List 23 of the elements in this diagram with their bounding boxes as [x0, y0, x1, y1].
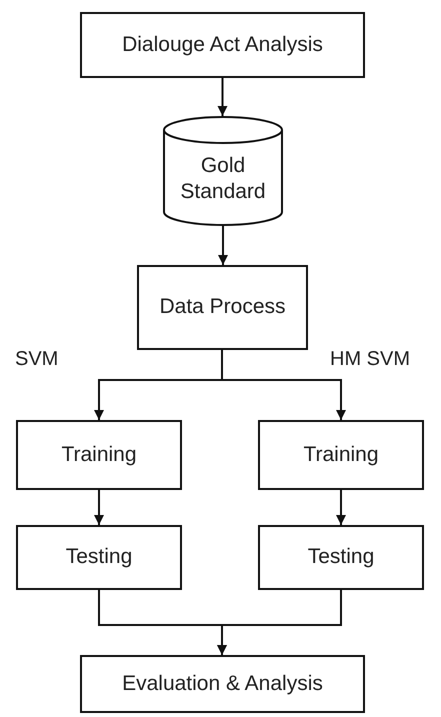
- model-label: SVM: [15, 348, 58, 371]
- arrow: [221, 350, 346, 420]
- process-box: [80, 655, 365, 713]
- process-box: [137, 265, 308, 350]
- node-label: Testing: [64, 544, 134, 570]
- arrow: [94, 490, 104, 525]
- node-label: Dialouge Act Analysis: [121, 32, 324, 58]
- process-box: [258, 525, 424, 590]
- process-box: [80, 12, 365, 78]
- arrow: [218, 78, 228, 116]
- node-label: Testing: [306, 544, 376, 570]
- arrow: [336, 490, 346, 525]
- arrow: [217, 590, 342, 655]
- model-label: HM SVM: [330, 348, 410, 371]
- process-box: [16, 420, 182, 490]
- node-label: Data Process: [158, 294, 287, 320]
- arrow: [218, 226, 228, 265]
- process-box: [16, 525, 182, 590]
- node-label: Gold Standard: [179, 152, 267, 205]
- node-label: Training: [302, 442, 380, 468]
- process-box: [258, 420, 424, 490]
- node-label: Training: [60, 442, 138, 468]
- node-label: Evaluation & Analysis: [121, 670, 324, 697]
